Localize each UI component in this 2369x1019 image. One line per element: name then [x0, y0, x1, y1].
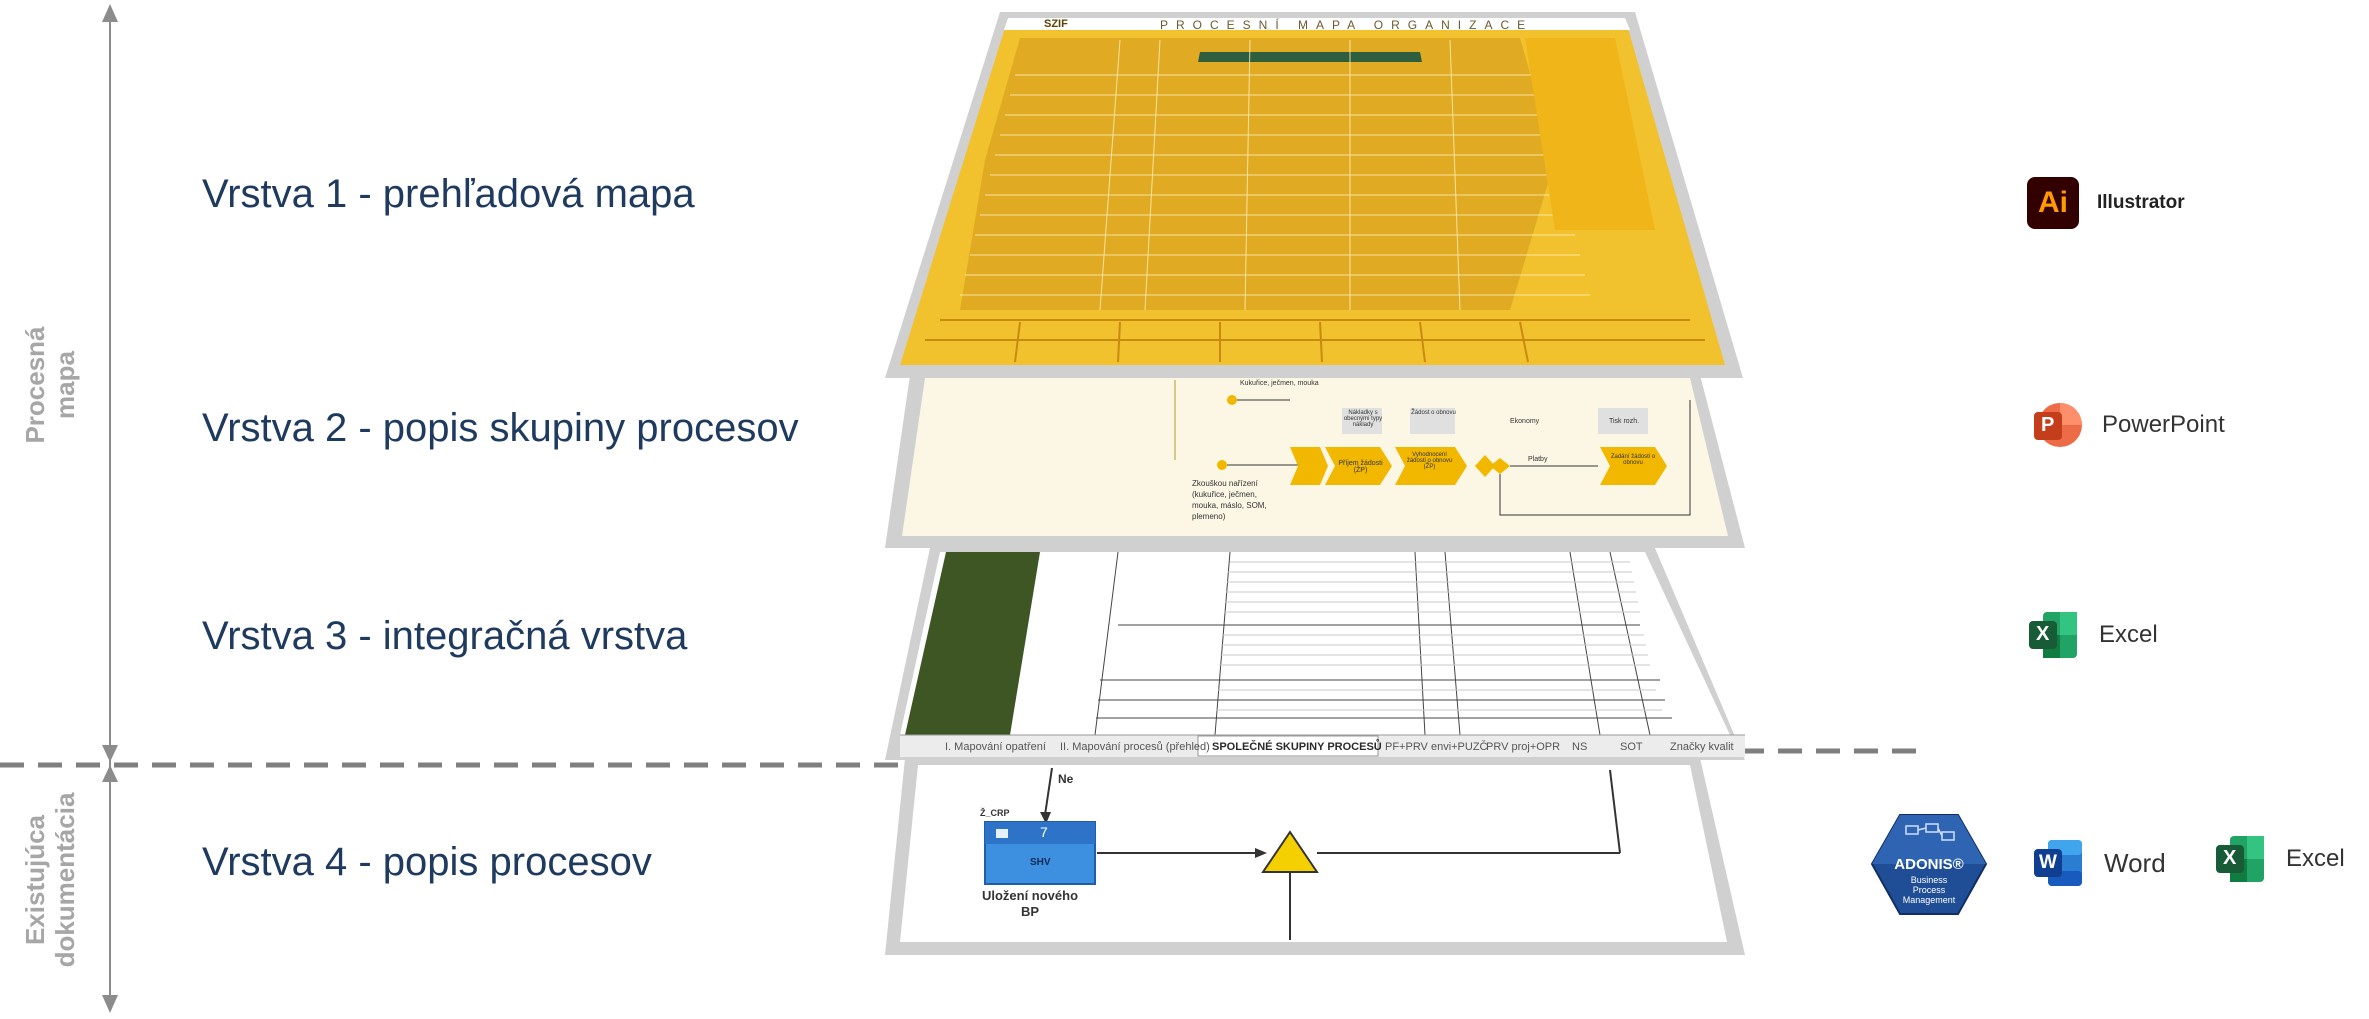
layer-1-label: Vrstva 1 - prehľadová mapa — [202, 172, 695, 216]
axis-arrow-up — [102, 4, 118, 22]
sheet-tab[interactable]: II. Mapování procesů (přehled) — [1060, 741, 1210, 753]
tool-powerpoint: P PowerPoint — [2030, 398, 2225, 452]
layer-1-slide — [885, 12, 1743, 378]
slide2-top-label: Kukuřice, ječmen, mouka — [1240, 380, 1319, 387]
slide4-task-number: 7 — [1040, 824, 1048, 840]
tool-word: W Word — [2032, 836, 2166, 890]
excel-icon: X — [2214, 832, 2268, 886]
axis-arrow-down — [102, 995, 118, 1013]
layer-4-label: Vrstva 4 - popis procesov — [202, 840, 652, 884]
vertical-axis — [102, 4, 118, 1013]
slide2-right-box: Zadání žádosti o obnovu — [1610, 454, 1656, 466]
dashed-separator — [0, 748, 1920, 768]
sheet-tab[interactable]: SOT — [1620, 741, 1643, 753]
layer-3-label: Vrstva 3 - integračná vrstva — [202, 614, 688, 658]
tool-name: Word — [2104, 847, 2166, 878]
axis-arrow-mid-up — [102, 765, 118, 782]
sheet-tab[interactable]: NS — [1572, 741, 1588, 753]
slide2-note-left: Zkouškou nařízení (kukuřice, ječmen, mou… — [1192, 479, 1267, 521]
illustrator-icon: Ai — [2027, 177, 2079, 229]
axis-arrow-mid-down — [102, 745, 118, 762]
slide2-box3: Žádost o obnovu — [1411, 410, 1456, 416]
layer-4-slide — [885, 758, 1745, 955]
tool-excel-2: X Excel — [2214, 832, 2345, 886]
sheet-tab[interactable]: I. Mapování opatření — [945, 741, 1046, 753]
slide2-right-top: Tisk rozh. — [1608, 418, 1640, 425]
sheet-tab[interactable]: PF+PRV envi+PUZČ — [1385, 741, 1488, 753]
sheet-tab[interactable]: Značky kvalit — [1670, 741, 1734, 753]
tool-name: Excel — [2099, 621, 2158, 648]
sheet-tab-active[interactable]: SPOLEČNÉ SKUPINY PROCESŮ — [1212, 741, 1382, 753]
excel-icon: X — [2027, 608, 2081, 662]
tool-name: Excel — [2286, 845, 2345, 872]
adonis-logo: ADONIS® Business Process Management — [1870, 812, 1988, 917]
slide4-task-header: Ž_CRP — [980, 808, 1010, 818]
slide4-task-role: SHV — [1030, 857, 1051, 868]
tool-illustrator: Ai Illustrator — [2027, 177, 2185, 229]
slide2-side-text: Ekonomy — [1510, 418, 1540, 425]
tool-name: PowerPoint — [2102, 411, 2225, 438]
tool-excel: X Excel — [2027, 608, 2158, 662]
layer-2-label: Vrstva 2 - popis skupiny procesov — [202, 406, 799, 450]
slide2-box1: Nákladky s obecnými typy náklady — [1343, 410, 1383, 428]
layer-3-slide — [885, 548, 1745, 760]
slide1-title: PROCESNÍ MAPA ORGANIZACE — [1160, 18, 1534, 32]
slide2-box5: Platby — [1528, 456, 1548, 463]
slide2-box2: Příjem žádosti (ŽP) — [1338, 460, 1383, 474]
layer-2-slide — [885, 375, 1745, 548]
powerpoint-icon: P — [2030, 398, 2084, 452]
word-icon: W — [2032, 836, 2086, 890]
slide1-brand: SZIF — [1044, 18, 1068, 30]
slide4-edge-label: Ne — [1058, 772, 1074, 786]
slide2-box4: Vyhodnocení žádosti o obnovu (ŽP) — [1406, 452, 1453, 470]
tool-name: Illustrator — [2097, 192, 2185, 213]
sheet-tab[interactable]: PRV proj+OPR — [1486, 741, 1561, 753]
slide4-task-caption: Uložení nového BP — [981, 888, 1079, 919]
